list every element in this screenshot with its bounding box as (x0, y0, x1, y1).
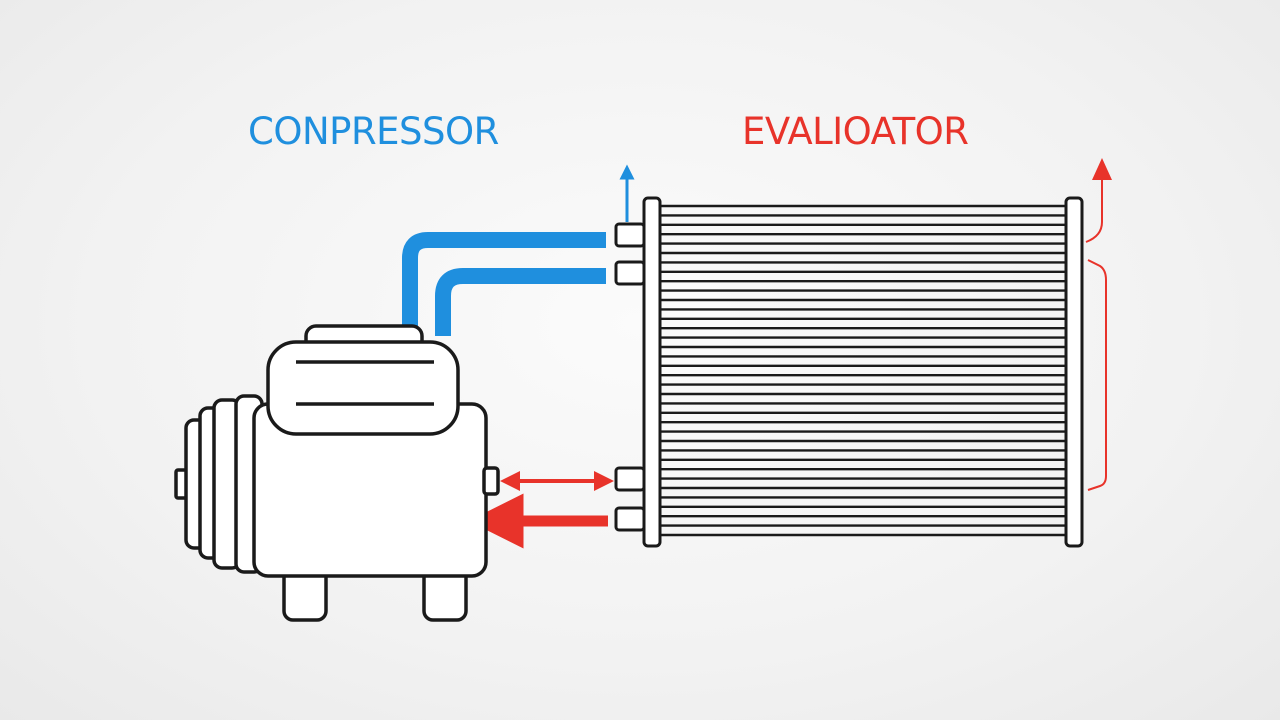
compressor-label: CONPRESSOR (248, 110, 499, 153)
evaporator-coil-icon (614, 196, 1084, 548)
evaporator-label: EVALIOATOR (742, 110, 969, 153)
evaporator-fitting-3 (614, 466, 646, 492)
evaporator-left-header (642, 196, 662, 548)
evaporator-fitting-1 (614, 222, 646, 248)
compressor-port-right (482, 466, 500, 496)
blue-pipe-upper (402, 232, 606, 328)
red-refrigerant-lines (468, 158, 1112, 549)
red-right-line-lower (1087, 259, 1107, 491)
blue-refrigerant-lines (402, 164, 635, 336)
blue-pipe-lower (435, 268, 606, 336)
compressor-icon (174, 324, 500, 622)
red-arrow-up-icon (1092, 158, 1112, 180)
evaporator-fitting-2 (614, 260, 646, 286)
compressor-head (266, 340, 460, 436)
evaporator-fitting-4 (614, 506, 646, 532)
evaporator-right-header (1064, 196, 1084, 548)
evaporator-fins (660, 204, 1066, 537)
red-right-line-upper (1085, 175, 1103, 243)
